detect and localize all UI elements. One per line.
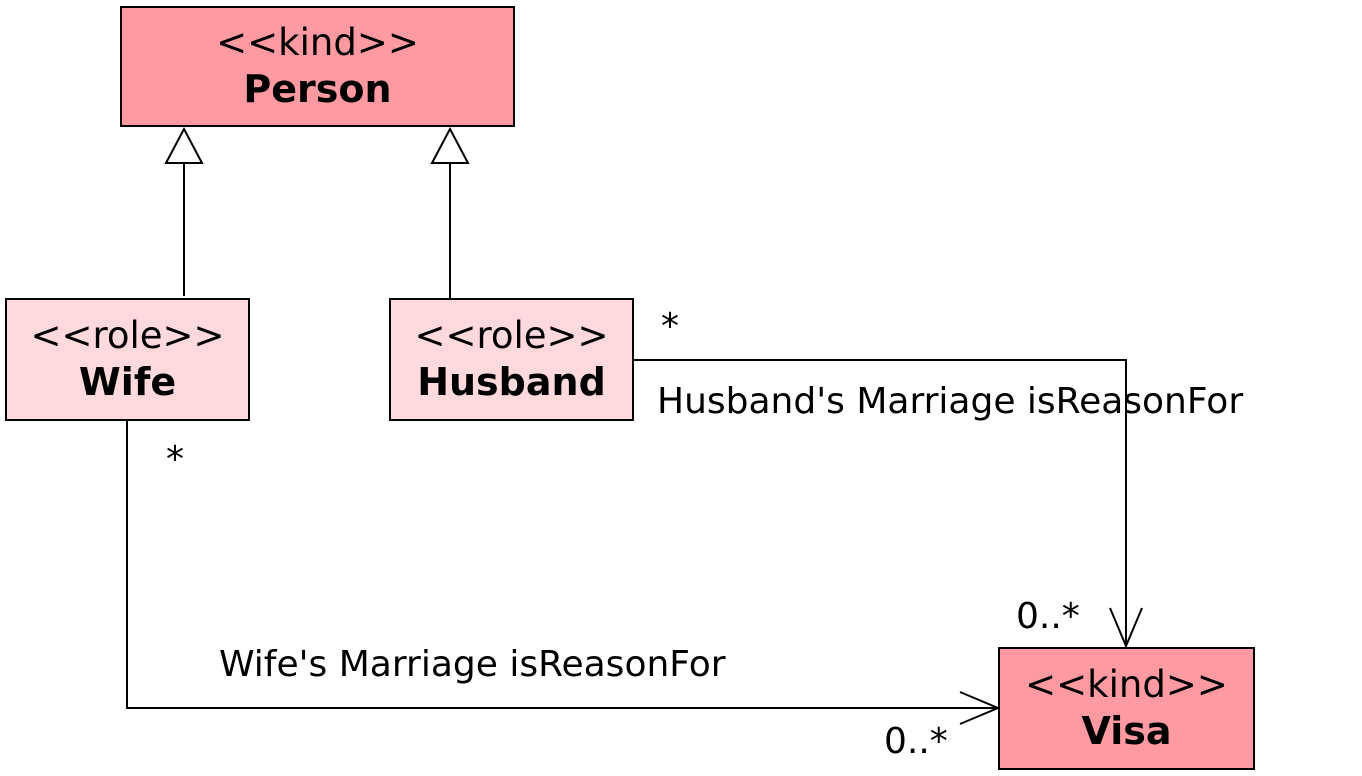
- husband-target-multiplicity: 0..*: [1016, 596, 1080, 637]
- association-wife-visa: [126, 421, 998, 709]
- husband-association-label: Husband's Marriage isReasonFor: [657, 381, 1244, 422]
- class-person[interactable]: <<kind>> Person: [120, 6, 515, 127]
- person-stereotype: <<kind>>: [216, 20, 419, 64]
- wife-association-label: Wife's Marriage isReasonFor: [219, 644, 726, 685]
- class-visa[interactable]: <<kind>> Visa: [998, 647, 1255, 770]
- person-name: Person: [243, 66, 392, 111]
- visa-stereotype: <<kind>>: [1025, 662, 1228, 706]
- wife-stereotype: <<role>>: [30, 313, 225, 357]
- wife-target-multiplicity: 0..*: [884, 721, 948, 762]
- wife-name: Wife: [78, 359, 177, 404]
- association-arrowhead-husband-visa: [1109, 607, 1143, 649]
- class-wife[interactable]: <<role>> Wife: [5, 298, 250, 421]
- generalization-arrowhead-wife: [164, 126, 204, 164]
- husband-name: Husband: [417, 359, 606, 404]
- class-husband[interactable]: <<role>> Husband: [389, 298, 634, 421]
- husband-stereotype: <<role>>: [414, 313, 609, 357]
- wife-source-multiplicity: *: [166, 439, 184, 480]
- husband-source-multiplicity: *: [661, 306, 679, 347]
- association-husband-visa: [633, 359, 1127, 646]
- visa-name: Visa: [1081, 708, 1172, 753]
- generalization-arrowhead-husband: [430, 126, 470, 164]
